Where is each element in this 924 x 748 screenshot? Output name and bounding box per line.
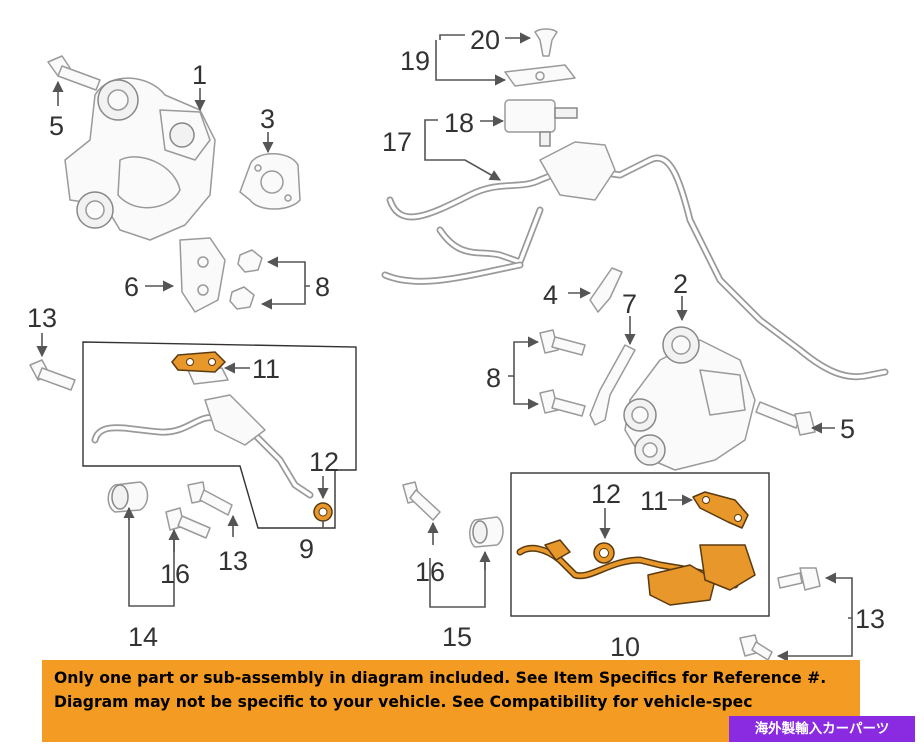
vacuum-solenoid-18 [504, 99, 578, 147]
assembly-frame-10 [510, 472, 770, 617]
push-clip-20 [534, 28, 558, 57]
disclaimer-line-2: Diagram may not be specific to your vehi… [54, 693, 753, 711]
callout-13-lower: 13 [218, 546, 248, 576]
gasket-11-left [171, 351, 227, 373]
callout-3: 3 [260, 104, 275, 134]
bushing-15 [469, 516, 504, 548]
callout-5-top: 5 [49, 111, 64, 141]
callout-20: 20 [470, 25, 500, 55]
bolt-13-right-upper [777, 567, 821, 591]
callout-10: 10 [610, 632, 640, 662]
callout-6: 6 [124, 272, 139, 302]
bolt-5-right [755, 401, 816, 436]
nuts-8-upper [229, 249, 263, 310]
seal-12-right [593, 542, 615, 564]
bolt-13-right-lower [739, 634, 773, 661]
bolts-8-right [539, 329, 586, 417]
callout-5-right: 5 [840, 414, 855, 444]
callout-15: 15 [442, 622, 472, 652]
bolt-5-top [47, 55, 101, 91]
leader-lines [36, 32, 853, 662]
callout-numbers: 1 2 3 4 5 5 6 7 8 8 9 10 11 11 12 12 13 … [27, 25, 885, 662]
callout-13-left: 13 [27, 303, 57, 333]
callout-8-right: 8 [486, 363, 501, 393]
disclaimer-line-1: Only one part or sub-assembly in diagram… [54, 669, 827, 687]
bracket-4 [589, 267, 623, 313]
seal-12-left [313, 502, 333, 522]
callout-9: 9 [299, 534, 314, 564]
callout-16-mid: 16 [415, 557, 445, 587]
bracket-19 [504, 64, 576, 87]
callout-4: 4 [543, 280, 558, 310]
callout-16-left: 16 [160, 559, 190, 589]
callout-14: 14 [128, 622, 158, 652]
turbocharger-1 [64, 77, 216, 241]
oil-feed-line-9 [91, 367, 314, 499]
bolt-13-lower [187, 481, 233, 516]
callout-17: 17 [382, 127, 412, 157]
gasket-3 [239, 153, 301, 210]
callout-8-upper: 8 [315, 272, 330, 302]
turbocharger-2 [623, 326, 756, 471]
callout-1: 1 [192, 60, 207, 90]
bracket-7 [589, 344, 636, 426]
disclaimer-banner: Only one part or sub-assembly in diagram… [42, 660, 860, 742]
callout-13-right: 13 [855, 604, 885, 634]
callout-12-left: 12 [309, 447, 339, 477]
bolt-13-left [29, 359, 76, 391]
vacuum-hose-17 [381, 141, 889, 381]
callout-2: 2 [673, 269, 688, 299]
assembly-frame-9 [82, 341, 357, 529]
seller-badge: 海外製輸入カーパーツ [729, 716, 915, 742]
callout-11-right: 11 [640, 486, 668, 516]
callout-12-right: 12 [591, 479, 621, 509]
callout-18: 18 [444, 108, 474, 138]
gasket-11-right [692, 491, 749, 529]
bushing-14 [107, 481, 149, 513]
callout-11-left: 11 [252, 354, 280, 384]
bracket-6 [179, 237, 226, 313]
oil-feed-line-10 [516, 539, 756, 606]
callout-19: 19 [400, 46, 430, 76]
bolt-16-mid [402, 481, 441, 521]
bolt-16-left [165, 507, 211, 539]
callout-7: 7 [622, 289, 637, 319]
